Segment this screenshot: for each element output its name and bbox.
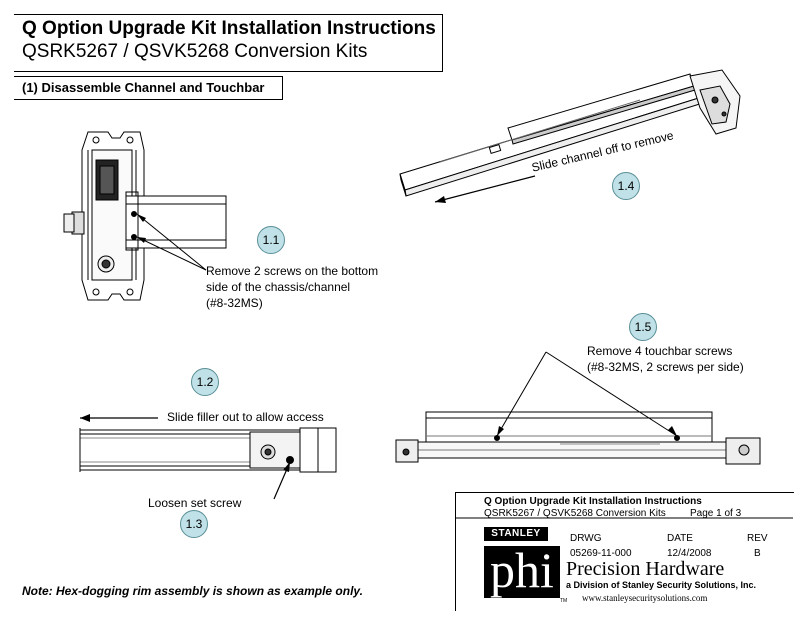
title-block-subtitle: QSRK5267 / QSVK5268 Conversion Kits: [484, 508, 666, 519]
title-block: [455, 492, 794, 611]
footnote: Note: Hex-dogging rim assembly is shown …: [22, 584, 363, 598]
step-1-1-note-line: (#8-32MS): [206, 296, 263, 310]
rim-device-drawing: [63, 131, 227, 301]
step-1-1-circle: 1.1: [257, 226, 285, 254]
company-name: Precision Hardware: [566, 558, 725, 580]
drwg-value: 05269-11-000: [570, 548, 632, 559]
page-subtitle: QSRK5267 / QSVK5268 Conversion Kits: [22, 41, 368, 62]
page-number: Page 1 of 3: [690, 508, 742, 519]
step-1-5-note-line: (#8-32MS, 2 screws per side): [587, 360, 744, 374]
rev-header: REV: [747, 533, 768, 544]
rev-value: B: [754, 548, 761, 559]
channel-assembly-drawing: [399, 69, 741, 197]
step-1-2-note: Slide filler out to allow access: [167, 410, 324, 424]
step-1-5-note-line: Remove 4 touchbar screws: [587, 344, 733, 358]
step-1-1-note-line: Remove 2 screws on the bottom: [206, 264, 379, 278]
stanley-logo: STANLEY: [484, 527, 548, 541]
website-link[interactable]: www.stanleysecuritysolutions.com: [582, 593, 708, 603]
section-box: [14, 76, 283, 100]
leader-lines-1-1: [136, 213, 207, 271]
step-1-3-circle: 1.3: [180, 510, 208, 538]
section-title: (1) Disassemble Channel and Touchbar: [22, 80, 265, 95]
date-value: 12/4/2008: [667, 548, 712, 559]
division-text: a Division of Stanley Security Solutions…: [566, 580, 757, 590]
step-1-2-circle: 1.2: [191, 368, 219, 396]
step-1-1-note: Remove 2 screws on the bottom side of th…: [206, 263, 378, 311]
page-title: Q Option Upgrade Kit Installation Instru…: [22, 18, 436, 39]
header-box: [14, 14, 443, 72]
drwg-header: DRWG: [570, 533, 602, 544]
step-1-5-circle: 1.5: [629, 313, 657, 341]
touchbar-assembly-drawing: [395, 411, 761, 465]
step-1-3-note: Loosen set screw: [148, 496, 242, 510]
channel-end-drawing: [79, 427, 337, 473]
step-1-5-note: Remove 4 touchbar screws (#8-32MS, 2 scr…: [587, 343, 744, 375]
title-block-title: Q Option Upgrade Kit Installation Instru…: [484, 496, 702, 507]
leader-lines-1-5: [496, 351, 678, 437]
slide-arrow-1-4: [434, 175, 536, 203]
date-header: DATE: [667, 533, 693, 544]
step-1-1-note-line: side of the chassis/channel: [206, 280, 351, 294]
trademark-mark: TM: [560, 598, 568, 604]
step-1-4-circle: 1.4: [612, 172, 640, 200]
phi-logo: phi: [484, 545, 560, 598]
